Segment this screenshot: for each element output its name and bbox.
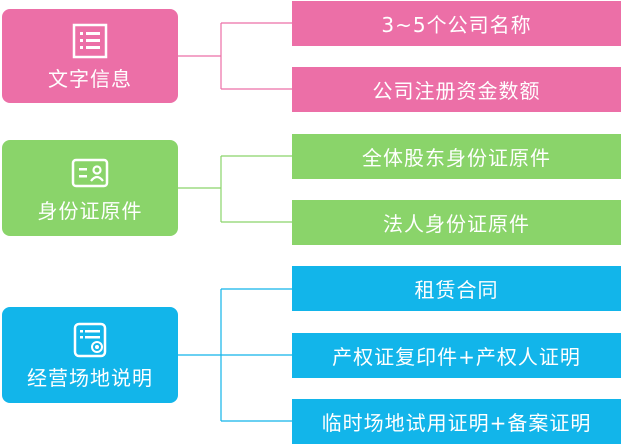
item-label: 公司注册资金数额 [372, 79, 541, 103]
item-label: 临时场地试用证明+备案证明 [321, 411, 592, 435]
connector-line [178, 155, 292, 223]
list-item: 3~5个公司名称 [292, 1, 621, 46]
id-card-icon [71, 158, 109, 188]
item-label: 法人身份证原件 [383, 212, 530, 236]
item-label: 租赁合同 [414, 278, 499, 302]
document-list-icon [72, 23, 108, 59]
list-item: 公司注册资金数额 [292, 67, 621, 112]
list-item: 法人身份证原件 [292, 200, 621, 245]
certificate-icon [73, 322, 107, 358]
category-label: 经营场地说明 [27, 366, 153, 390]
category-label: 文字信息 [48, 67, 132, 91]
category-id-card: 身份证原件 [2, 140, 178, 236]
list-item: 租赁合同 [292, 266, 621, 311]
connector-line [178, 288, 292, 422]
list-item: 临时场地试用证明+备案证明 [292, 399, 621, 444]
category-text-info: 文字信息 [2, 9, 178, 103]
list-item: 产权证复印件+产权人证明 [292, 333, 621, 378]
item-label: 产权证复印件+产权人证明 [332, 345, 581, 369]
category-label: 身份证原件 [37, 199, 143, 223]
category-premises: 经营场地说明 [2, 307, 178, 403]
item-label: 全体股东身份证原件 [362, 146, 551, 170]
connector-line [178, 22, 292, 90]
list-item: 全体股东身份证原件 [292, 134, 621, 179]
item-label: 3~5个公司名称 [381, 13, 532, 37]
